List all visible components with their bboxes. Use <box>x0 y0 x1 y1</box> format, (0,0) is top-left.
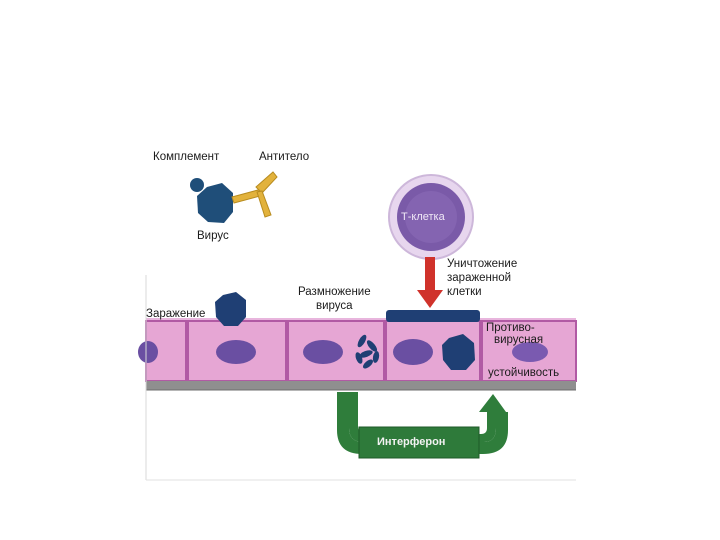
destruction-label-line1: Уничтожение <box>447 258 518 270</box>
virus-particle <box>215 292 246 326</box>
antiviral-label-line3: устойчивость <box>488 367 560 379</box>
infection-label: Заражение <box>146 308 206 320</box>
virus-particle <box>442 334 475 370</box>
complement-label: Комплемент <box>153 151 220 163</box>
complement-molecule <box>190 178 204 192</box>
destruction-label-line3: клетки <box>447 286 482 298</box>
cell-layer <box>138 292 577 391</box>
replication-label-line2: вируса <box>316 300 353 312</box>
replication-label-line1: Размножение <box>298 286 371 298</box>
destruction-label-line2: зараженной <box>447 272 512 284</box>
virus-label: Вирус <box>197 230 229 242</box>
nucleus <box>138 341 158 363</box>
interferon-box <box>358 426 480 459</box>
nucleus <box>393 339 433 365</box>
tcell-contact-cap <box>386 310 480 322</box>
antibody-icon <box>231 171 278 218</box>
tcell-label: Т-клетка <box>401 211 445 223</box>
virus-particle <box>197 183 233 223</box>
antiviral-label-line2: вирусная <box>494 334 544 346</box>
t-cell <box>388 174 474 260</box>
interferon-pathway-arrow <box>337 392 508 459</box>
replicating-virus-particles <box>355 334 380 369</box>
interferon-label: Интерферон <box>377 436 446 448</box>
antibody-label: Антитело <box>259 151 310 163</box>
nucleus <box>303 340 343 364</box>
nucleus <box>216 340 256 364</box>
basement-membrane <box>146 381 576 390</box>
destruction-arrow <box>417 257 443 308</box>
virus-antibody-complex <box>190 171 278 223</box>
nucleus <box>512 342 548 362</box>
antiviral-label-line1: Противо- <box>486 322 535 334</box>
